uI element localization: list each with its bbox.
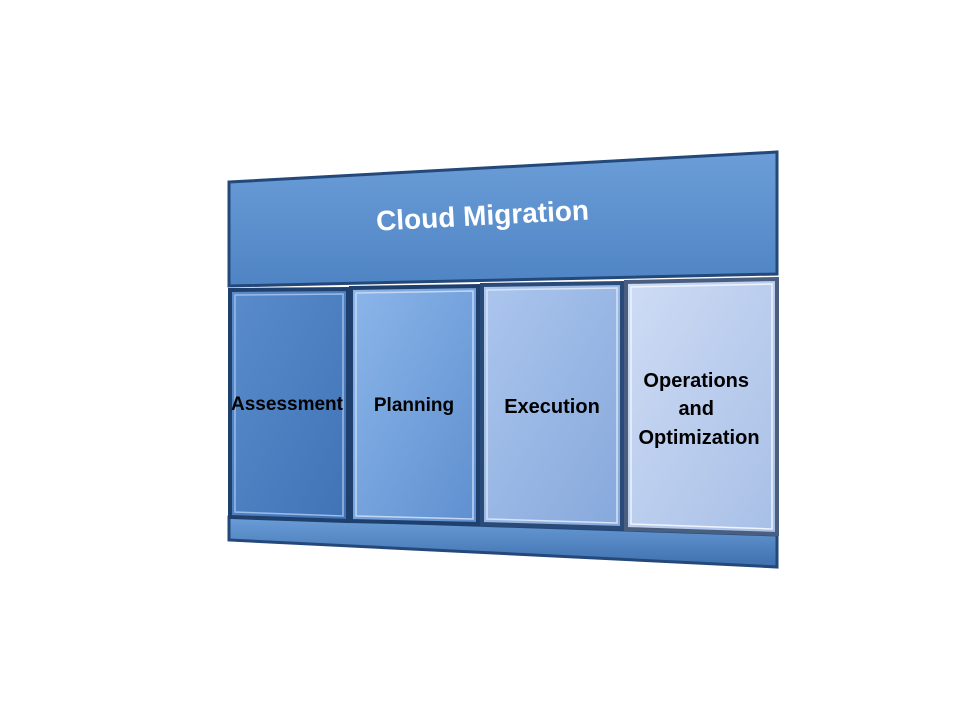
stage-box-inner-border — [234, 293, 344, 517]
stage-label-planning: Planning — [374, 395, 454, 416]
stage-box-inner-border — [355, 290, 474, 520]
stage-box-inner-border — [630, 283, 773, 530]
stage-box — [624, 276, 779, 537]
stage-label-operations-optimization: Operations and Optimization — [638, 370, 759, 449]
stage-box-inner-border — [486, 287, 618, 524]
stage-box — [228, 286, 350, 524]
stage-label-assessment: Assessment — [231, 394, 344, 415]
stage-column-assessment: Assessment — [228, 286, 350, 524]
stage-box — [349, 283, 480, 527]
stage-label-execution: Execution — [504, 396, 600, 418]
title-bar — [227, 150, 779, 288]
stage-box — [480, 280, 624, 531]
stage-column-planning: Planning — [349, 283, 480, 527]
stage-column-execution: Execution — [480, 280, 624, 531]
stage-column-operations-optimization: Operations and Optimization — [624, 276, 779, 537]
